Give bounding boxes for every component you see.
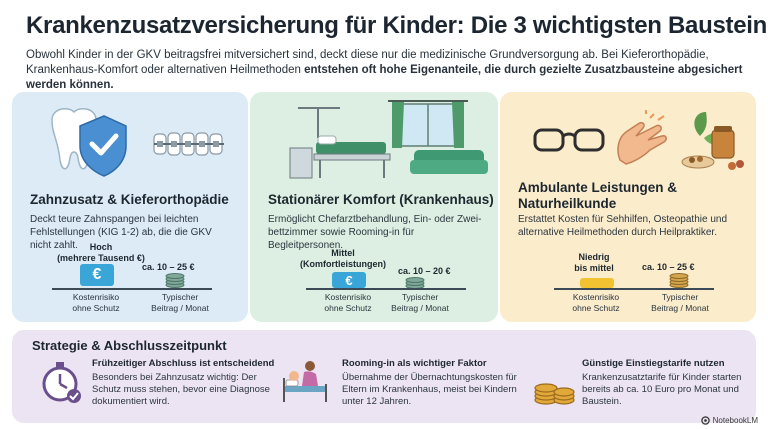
strategy-item-text: Krankenzusatztarife für Kinder starten b… bbox=[582, 372, 742, 407]
strategy-item-heading: Rooming-in als wichtiger Faktor bbox=[342, 358, 487, 369]
strategy-panel: Strategie & Abschlusszeitpunkt Frühzeiti… bbox=[12, 330, 756, 423]
card-title: Ambulante Leistungen & Naturheilkunde bbox=[518, 180, 678, 211]
price-caption: Typischer Beitrag / Monat bbox=[651, 292, 709, 313]
price-label: ca. 10 – 25 € bbox=[642, 262, 695, 272]
coin-stack-icon bbox=[534, 383, 575, 405]
risk-level-label: Hoch (mehrere Tausend €) bbox=[57, 242, 145, 263]
strategy-item-text: Besonders bei Zahnzusatz wichtig: Der Sc… bbox=[92, 372, 270, 407]
hospital-room-icon bbox=[289, 100, 488, 179]
strategy-item-heading: Frühzeitiger Abschluss ist entscheidend bbox=[92, 358, 275, 369]
risk-caption: Kostenrisiko ohne Schutz bbox=[572, 292, 620, 313]
healing-hand-icon bbox=[617, 110, 667, 165]
coin-stack-icon bbox=[405, 277, 425, 289]
page-title: Krankenzusatzversicherung für Kinder: Di… bbox=[26, 12, 768, 39]
baseline bbox=[554, 288, 714, 290]
coin-stack-icon bbox=[669, 273, 689, 288]
price-caption: Typischer Beitrag / Monat bbox=[151, 292, 209, 313]
card-title: Stationärer Komfort (Krankenhaus) bbox=[268, 192, 494, 207]
strategy-item: Frühzeitiger Abschluss ist entscheidend … bbox=[92, 358, 275, 408]
stopwatch-icon bbox=[42, 362, 81, 403]
risk-level-label: Niedrig bis mittel bbox=[574, 252, 614, 273]
card-description: Ermöglicht Chefarztbehandlung, Ein- oder… bbox=[268, 214, 482, 251]
card-description: Deckt teure Zahnspangen bei leichten Feh… bbox=[30, 214, 212, 251]
baseline bbox=[52, 288, 212, 290]
brand-watermark: NotebookLM bbox=[700, 416, 758, 425]
strategy-item-heading: Günstige Einstiegstarife nutzen bbox=[582, 358, 725, 369]
baseline bbox=[306, 288, 466, 290]
hospital-bed-family-icon bbox=[283, 361, 327, 402]
notebooklm-logo-icon bbox=[700, 416, 710, 425]
price-label: ca. 10 – 20 € bbox=[398, 266, 451, 276]
risk-caption: Kostenrisiko ohne Schutz bbox=[324, 292, 372, 313]
intro-text: Obwohl Kinder in der GKV beitragsfrei mi… bbox=[26, 49, 743, 91]
tooth-shield-icon bbox=[51, 107, 127, 177]
herbal-remedy-icon bbox=[681, 112, 744, 170]
glasses-icon bbox=[533, 128, 605, 152]
braces-icon bbox=[153, 132, 224, 156]
card-outpatient: Ambulante Leistungen & Naturheilkunde Er… bbox=[500, 92, 756, 322]
card-description: Erstattet Kosten für Sehhilfen, Osteopat… bbox=[518, 214, 728, 238]
risk-bar bbox=[580, 278, 614, 288]
price-caption: Typischer Beitrag / Monat bbox=[391, 292, 449, 313]
card-dental: Zahnzusatz & Kieferorthopädie Deckt teur… bbox=[12, 92, 248, 322]
risk-level-label: Mittel (Komfortleistungen) bbox=[300, 248, 386, 269]
card-hospital: Stationärer Komfort (Krankenhaus) Ermögl… bbox=[250, 92, 498, 322]
strategy-item: Rooming-in als wichtiger Faktor Übernahm… bbox=[342, 358, 527, 408]
strategy-title: Strategie & Abschlusszeitpunkt bbox=[32, 338, 227, 353]
price-label: ca. 10 – 25 € bbox=[142, 262, 195, 272]
euro-icon: € bbox=[332, 272, 366, 288]
card-title: Zahnzusatz & Kieferorthopädie bbox=[30, 192, 229, 207]
risk-caption: Kostenrisiko ohne Schutz bbox=[72, 292, 120, 313]
coin-stack-icon bbox=[165, 273, 185, 288]
strategy-item: Günstige Einstiegstarife nutzen Krankenz… bbox=[582, 358, 752, 408]
euro-icon: € bbox=[80, 264, 114, 286]
strategy-item-text: Übernahme der Übernachtungskosten für El… bbox=[342, 372, 517, 407]
